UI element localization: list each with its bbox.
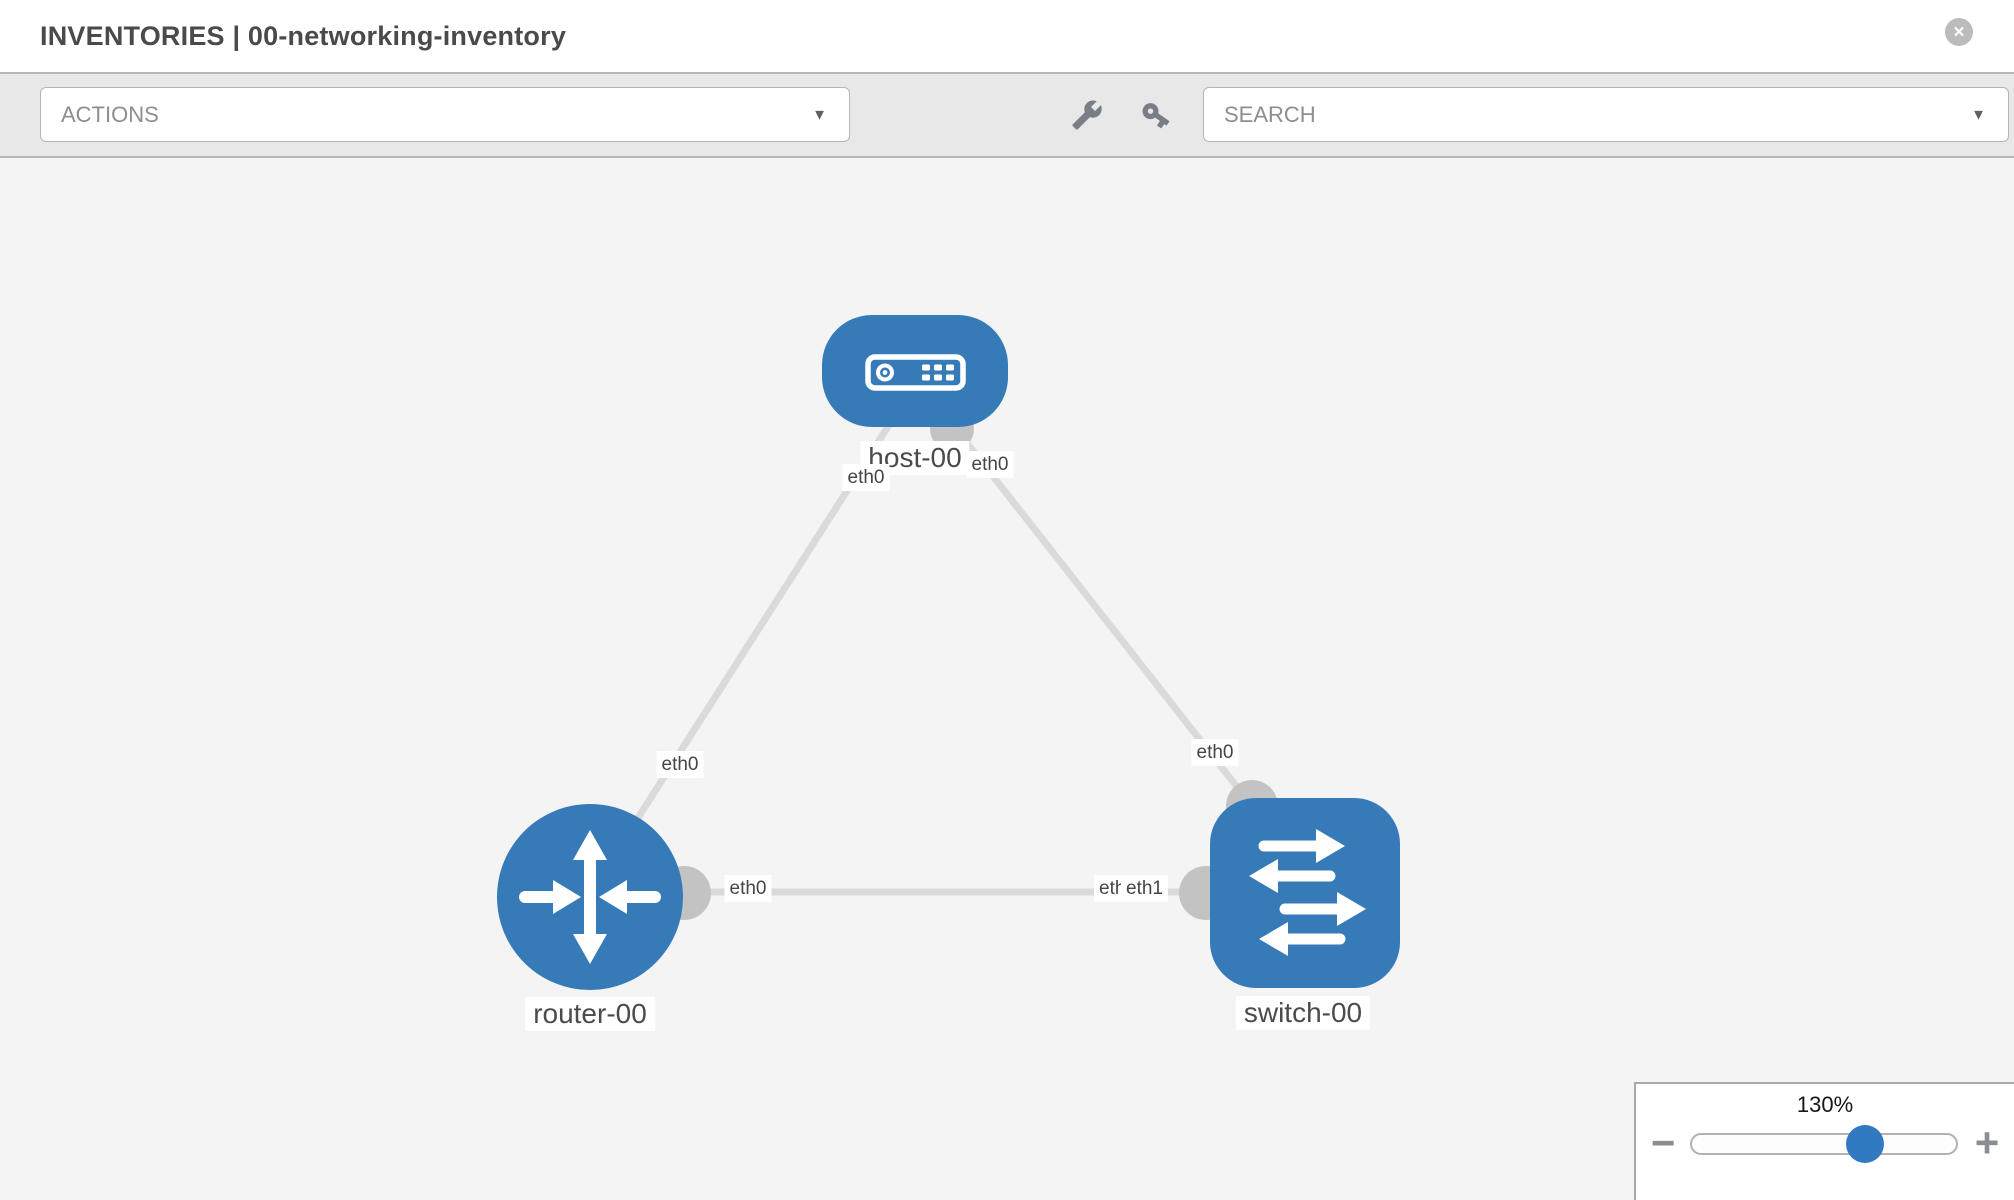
actions-dropdown[interactable]: ACTIONS ▼ bbox=[40, 87, 850, 142]
interface-label-switch-eth1: eth1 bbox=[1121, 875, 1168, 902]
interface-label-router-link-eth0: eth0 bbox=[656, 751, 704, 778]
key-icon bbox=[1142, 103, 1170, 129]
node-host-00[interactable] bbox=[822, 315, 1008, 427]
wrench-icon bbox=[1072, 100, 1102, 130]
chevron-down-icon: ▼ bbox=[812, 106, 827, 123]
close-icon: ✕ bbox=[1952, 24, 1966, 41]
node-label-router: router-00 bbox=[525, 997, 655, 1031]
interface-label-host-eth0-right: eth0 bbox=[966, 451, 1014, 478]
node-router-00[interactable] bbox=[497, 804, 683, 990]
router-icon bbox=[519, 830, 661, 964]
node-label-switch: switch-00 bbox=[1235, 996, 1371, 1030]
page-title: INVENTORIES | 00-networking-inventory bbox=[40, 21, 567, 51]
chevron-down-icon: ▼ bbox=[1971, 106, 1986, 123]
credentials-button[interactable] bbox=[1135, 94, 1177, 136]
close-button[interactable]: ✕ bbox=[1945, 18, 1973, 46]
plus-icon: + bbox=[1974, 1119, 2000, 1166]
zoom-out-button[interactable]: − bbox=[1646, 1119, 1680, 1166]
zoom-control-panel: 130% − + bbox=[1634, 1082, 2014, 1200]
titlebar: INVENTORIES | 00-networking-inventory ✕ bbox=[0, 0, 2014, 74]
search-dropdown[interactable]: SEARCH ▼ bbox=[1203, 87, 2009, 142]
actions-dropdown-label: ACTIONS bbox=[61, 101, 159, 127]
host-icon bbox=[865, 354, 966, 391]
interface-label-host-eth0-left: eth0 bbox=[842, 464, 890, 491]
zoom-slider-thumb[interactable] bbox=[1846, 1125, 1884, 1163]
interface-label-router-eth0: eth0 bbox=[724, 875, 772, 902]
interface-label-switch-eth0: eth0 bbox=[1191, 739, 1239, 766]
node-switch-00[interactable] bbox=[1210, 798, 1400, 988]
zoom-level-value: 130% bbox=[1796, 1092, 1854, 1117]
toolbar: ACTIONS ▼ SEARCH ▼ bbox=[0, 74, 2014, 158]
switch-icon bbox=[1249, 829, 1366, 956]
search-dropdown-label: SEARCH bbox=[1224, 101, 1316, 127]
minus-icon: − bbox=[1650, 1119, 1676, 1166]
zoom-slider-track[interactable] bbox=[1690, 1133, 1958, 1155]
zoom-in-button[interactable]: + bbox=[1970, 1119, 2004, 1166]
configure-button[interactable] bbox=[1066, 94, 1108, 136]
